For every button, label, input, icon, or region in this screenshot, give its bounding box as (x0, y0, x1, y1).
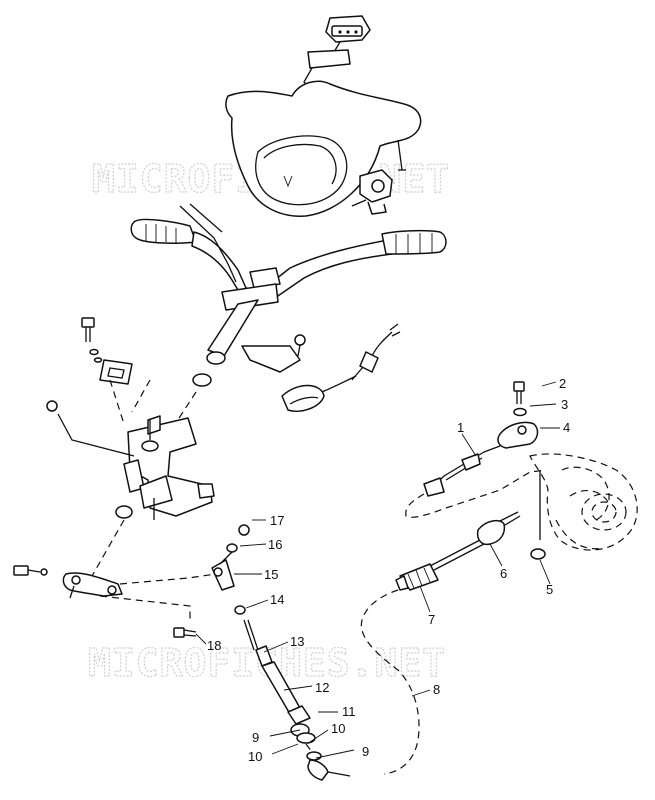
throttle-switch (351, 169, 393, 215)
nut-5 (530, 470, 546, 560)
top-switch-module (303, 15, 371, 89)
callout-10-right: 10 (331, 721, 345, 736)
callout-6: 6 (500, 566, 507, 581)
callout-7: 7 (428, 612, 435, 627)
callout-9-upper: 9 (252, 730, 259, 745)
callout-18: 18 (207, 638, 221, 653)
callout-8: 8 (433, 682, 440, 697)
callout-16: 16 (268, 537, 282, 552)
callout-15: 15 (264, 567, 278, 582)
tie-rod-end (211, 524, 250, 615)
callout-12: 12 (315, 680, 329, 695)
handlebar (130, 203, 447, 301)
callout-13: 13 (290, 634, 304, 649)
callout-10-left: 10 (248, 749, 262, 764)
callout-3: 3 (561, 397, 568, 412)
bolt-18 (173, 627, 197, 638)
handlebar-cover (225, 80, 422, 217)
steering-cable-upper (360, 511, 521, 775)
callout-11: 11 (342, 704, 356, 719)
callout-9-lower: 9 (362, 744, 369, 759)
callout-leaders (195, 381, 560, 759)
post-bracket (241, 334, 306, 373)
steering-post (169, 283, 279, 433)
callout-5: 5 (546, 582, 553, 597)
bolt-upper-left (81, 317, 133, 385)
nut-left (46, 379, 151, 457)
callouts: 1 2 3 4 5 6 7 8 9 9 10 10 11 12 13 14 15… (207, 376, 570, 764)
callout-1: 1 (457, 420, 464, 435)
callout-14: 14 (270, 592, 284, 607)
callout-4: 4 (563, 420, 570, 435)
steering-housing (529, 453, 638, 551)
callout-2: 2 (559, 376, 566, 391)
steering-bracket (115, 415, 215, 520)
tie-rod-right (405, 381, 547, 518)
tether-cord (281, 323, 401, 412)
callout-17: 17 (270, 513, 284, 528)
pitman-arm (13, 519, 217, 622)
